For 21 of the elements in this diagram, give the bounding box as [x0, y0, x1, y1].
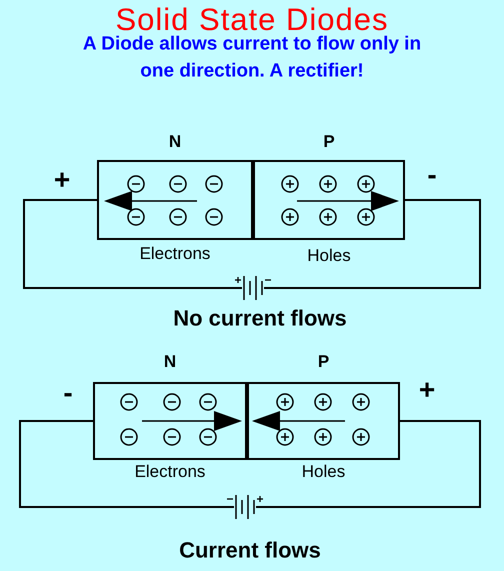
terminal-sign: +	[418, 374, 436, 406]
region-label: N	[168, 132, 182, 152]
terminal-sign: -	[427, 158, 437, 192]
region-label: P	[323, 132, 335, 152]
terminal-sign: +	[54, 164, 70, 196]
wire	[19, 420, 234, 508]
carrier-label: Electrons	[134, 462, 206, 482]
wire	[264, 199, 481, 289]
terminal-sign: -	[63, 376, 73, 410]
carrier-label: Holes	[307, 246, 351, 266]
region-label: N	[164, 352, 176, 372]
panel-caption: No current flows	[173, 305, 347, 331]
carrier-label: Holes	[302, 462, 346, 482]
battery-symbol	[227, 495, 263, 519]
panel-caption: Current flows	[179, 537, 321, 563]
region-label: P	[318, 352, 330, 372]
carrier-label: Electrons	[140, 244, 210, 264]
battery-symbol	[235, 276, 271, 300]
wire	[256, 420, 481, 508]
subtitle: A Diode allows current to flow only in one direction. A rectifier!	[82, 32, 422, 83]
wire	[23, 199, 242, 289]
